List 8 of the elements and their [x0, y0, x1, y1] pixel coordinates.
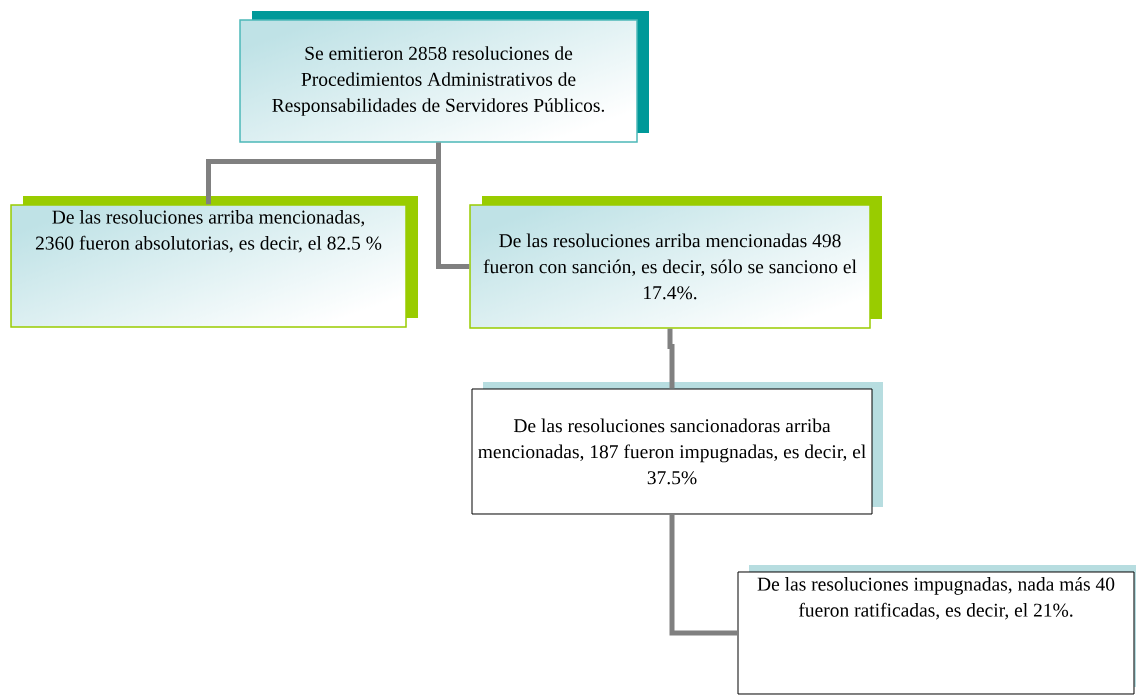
text-box: De las resoluciones sancionadoras arriba mencionadas, 187 fueron impugnadas, es decir, el 37.5%	[471, 382, 883, 515]
text-box: De las resoluciones impugnadas, nada más 40 fueron ratificadas, es decir, el 21%.	[737, 565, 1136, 695]
connector-line	[669, 514, 738, 636]
text-box: Se emitieron 2858 resoluciones de Procedimientos Administrativos de Responsabilidades de Servidores Públicos.	[239, 11, 649, 143]
connector-line	[667, 328, 675, 389]
text-box: De las resoluciones arriba mencionadas 498 fueron con sanción, es decir, sólo se sanciono el 17.4%.	[469, 196, 882, 329]
connector-line	[436, 142, 470, 269]
text-box: De las resoluciones arriba mencionadas, 2360 fueron absolutorias, es decir, el 82.5 %	[10, 196, 418, 328]
